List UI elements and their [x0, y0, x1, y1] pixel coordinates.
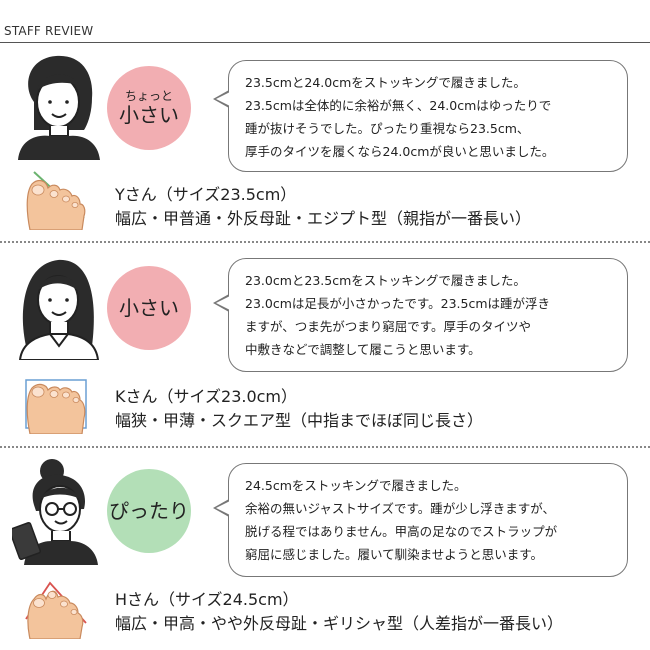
- divider: [0, 241, 650, 243]
- fit-badge-label: ぴったり: [109, 499, 189, 523]
- foot-greek-icon: [25, 581, 87, 639]
- fit-badge-prefix: ちょっと: [124, 89, 173, 103]
- comment-line: 窮屈に感じました。履いて馴染ませようと思います。: [245, 547, 544, 562]
- reviewer-info: Kさん（サイズ23.0cm） 幅狭・甲薄・スクエア型（中指までほぼ同じ長さ）: [115, 385, 483, 433]
- comment-bubble: 24.5cmをストッキングで履きました。 余裕の無いジャストサイズです。踵が少し…: [228, 463, 628, 577]
- bubble-tail-fill: [216, 296, 230, 310]
- avatar-bun-glasses-woman-icon: [12, 459, 98, 565]
- comment-line: 踵が抜けそうでした。ぴったり重視なら23.5cm、: [245, 121, 530, 136]
- review-card-h: ぴったり 24.5cmをストッキングで履きました。 余裕の無いジャストサイズです…: [0, 447, 650, 650]
- reviewer-info: Hさん（サイズ24.5cm） 幅広・甲高・やや外反母趾・ギリシャ型（人差指が一番…: [115, 588, 563, 636]
- comment-line: 23.5cmは全体的に余裕が無く、24.0cmはゆったりで: [245, 98, 552, 113]
- comment-line: ますが、つま先がつまり窮屈です。厚手のタイツや: [245, 319, 532, 334]
- reviewer-name: Hさん（サイズ24.5cm）: [115, 590, 299, 609]
- comment-line: 24.5cmをストッキングで履きました。: [245, 478, 467, 493]
- foot-type: 幅広・甲高・やや外反母趾・ギリシャ型（人差指が一番長い）: [115, 614, 564, 633]
- reviewer-name: Kさん（サイズ23.0cm）: [115, 387, 298, 406]
- fit-badge: ぴったり: [107, 469, 191, 553]
- header: STAFF REVIEW: [0, 0, 650, 43]
- section-title: STAFF REVIEW: [4, 24, 94, 38]
- bubble-tail-fill: [216, 501, 230, 515]
- fit-badge: 小さい: [107, 266, 191, 350]
- reviewer-info: Yさん（サイズ23.5cm） 幅広・甲普通・外反母趾・エジプト型（親指が一番長い…: [115, 183, 531, 231]
- comment-line: 23.5cmと24.0cmをストッキングで履きました。: [245, 75, 526, 90]
- foot-egyptian-icon: [26, 171, 86, 230]
- foot-square-icon: [25, 379, 87, 434]
- comment-bubble: 23.0cmと23.5cmをストッキングで履きました。 23.0cmは足長が小さ…: [228, 258, 628, 372]
- bubble-tail-fill: [216, 92, 230, 106]
- comment-line: 23.0cmと23.5cmをストッキングで履きました。: [245, 273, 526, 288]
- comment-line: 中敷きなどで調整して履こうと思います。: [245, 342, 481, 357]
- avatar-short-hair-woman-icon: [18, 55, 100, 160]
- reviewer-name: Yさん（サイズ23.5cm）: [115, 185, 297, 204]
- divider: [0, 446, 650, 448]
- foot-type: 幅狭・甲薄・スクエア型（中指までほぼ同じ長さ）: [115, 411, 484, 430]
- fit-badge-label: 小さい: [119, 103, 179, 127]
- review-card-k: 小さい 23.0cmと23.5cmをストッキングで履きました。 23.0cmは足…: [0, 242, 650, 447]
- fit-badge: ちょっと 小さい: [107, 66, 191, 150]
- avatar-long-hair-woman-icon: [18, 259, 100, 360]
- comment-line: 脱げる程ではありません。甲高の足なのでストラップが: [245, 524, 558, 539]
- comment-line: 余裕の無いジャストサイズです。踵が少し浮きますが、: [245, 501, 556, 516]
- foot-type: 幅広・甲普通・外反母趾・エジプト型（親指が一番長い）: [115, 209, 532, 228]
- review-card-y: ちょっと 小さい 23.5cmと24.0cmをストッキングで履きました。 23.…: [0, 42, 650, 242]
- comment-line: 厚手のタイツを履くなら24.0cmが良いと思いました。: [245, 144, 555, 159]
- comment-line: 23.0cmは足長が小さかったです。23.5cmは踵が浮き: [245, 296, 551, 311]
- comment-bubble: 23.5cmと24.0cmをストッキングで履きました。 23.5cmは全体的に余…: [228, 60, 628, 172]
- fit-badge-label: 小さい: [119, 296, 179, 320]
